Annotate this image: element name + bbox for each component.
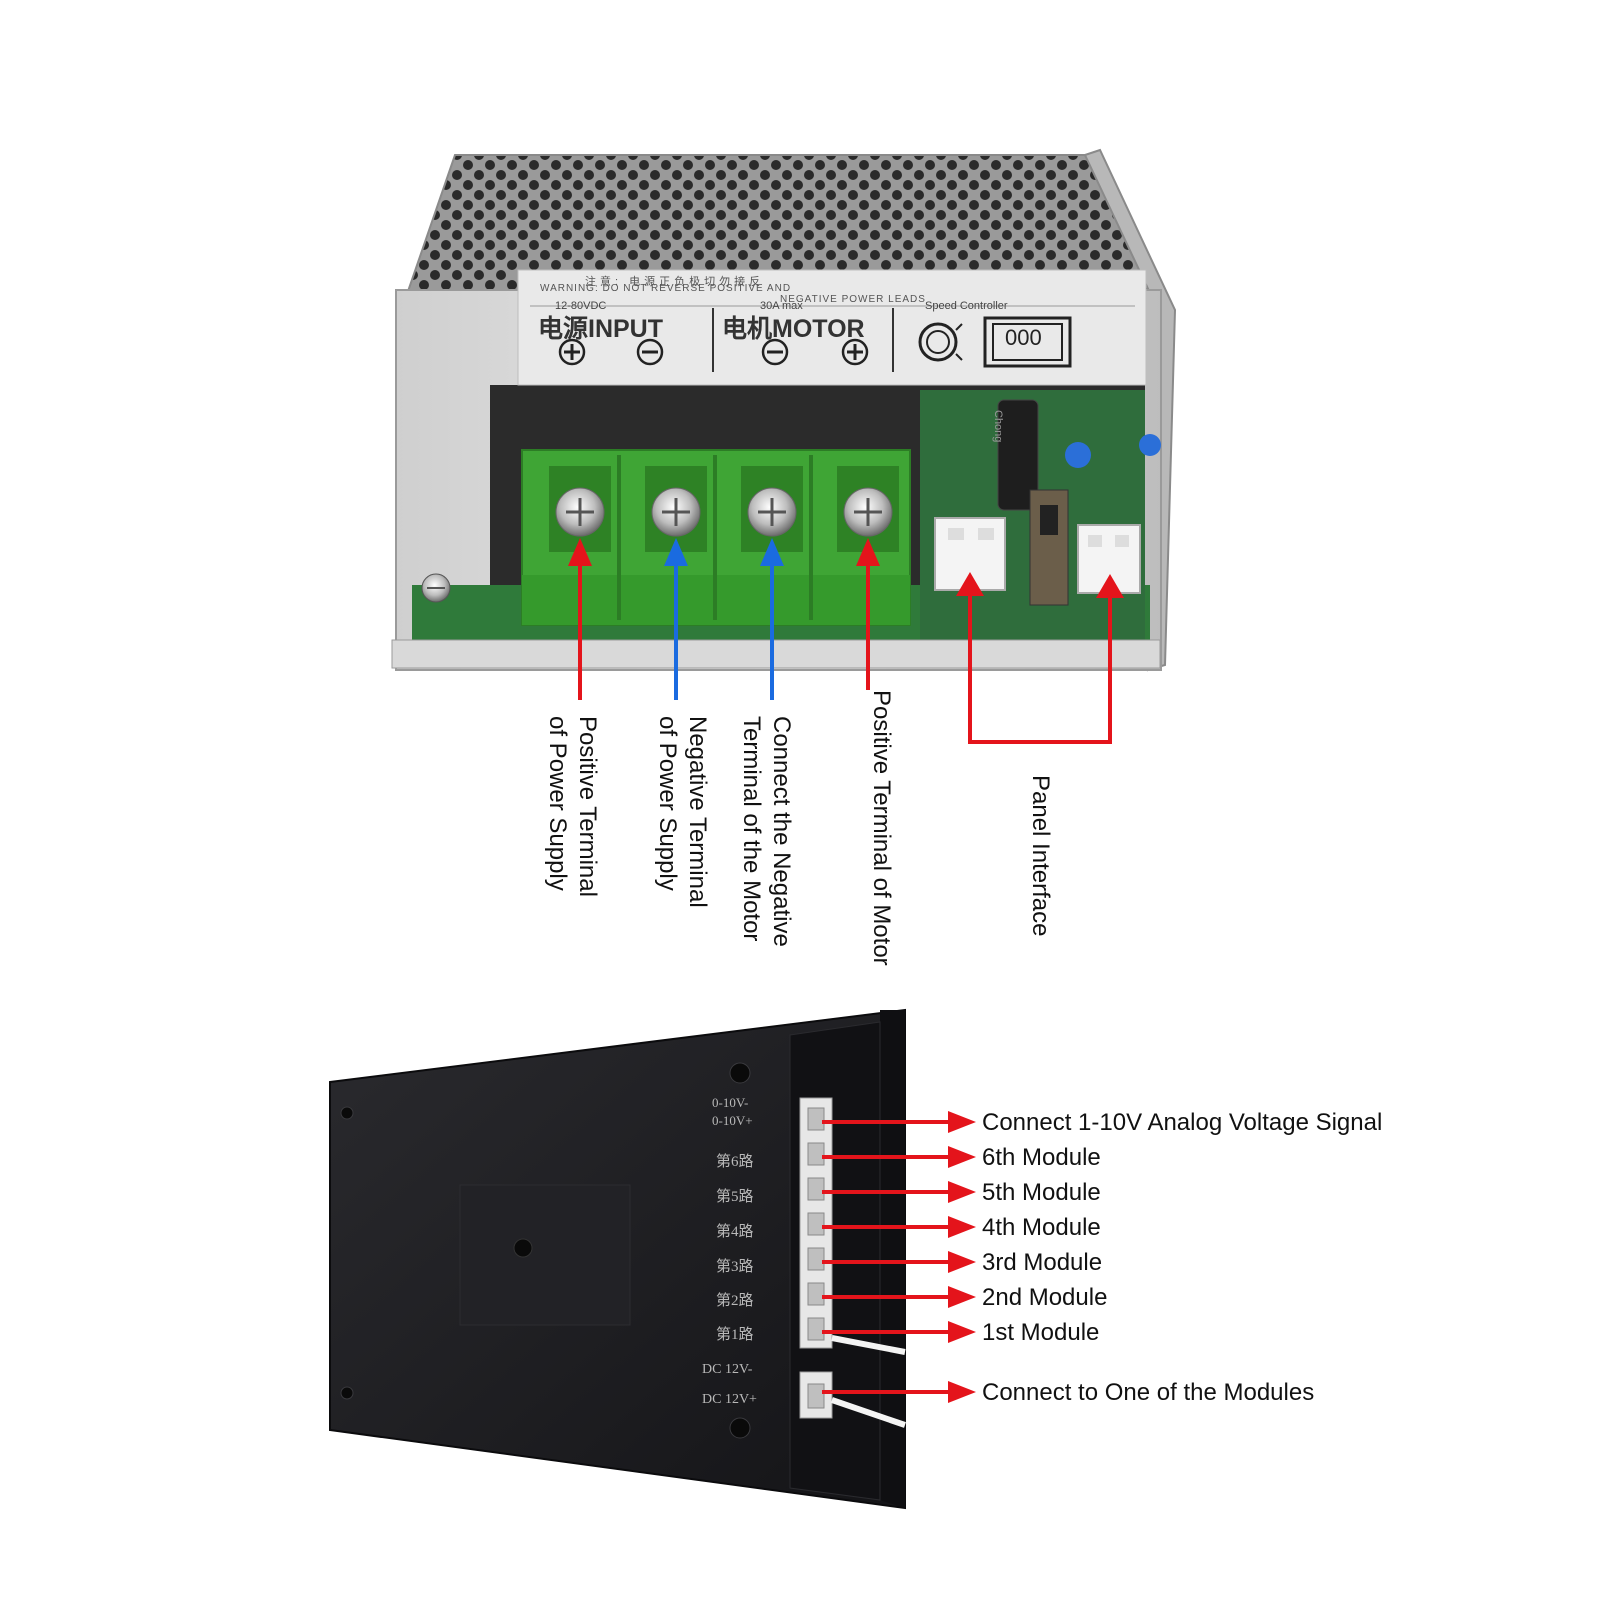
terminal-arrows bbox=[568, 538, 1124, 744]
arrowhead-icon bbox=[948, 1181, 976, 1203]
callout-5th-module: 5th Module bbox=[982, 1179, 1101, 1206]
arrowhead-icon bbox=[948, 1286, 976, 1308]
motor-label: 电机MOTOR bbox=[722, 315, 865, 343]
silk-label: 0-10V- bbox=[712, 1095, 749, 1110]
plus-icon bbox=[841, 338, 869, 366]
mount-hole bbox=[729, 1417, 751, 1439]
warning-text-en-2: NEGATIVE POWER LEADS bbox=[780, 294, 926, 305]
current-spec: 30A max bbox=[760, 300, 803, 312]
arrowhead-icon bbox=[948, 1321, 976, 1343]
panel-recess bbox=[459, 1184, 631, 1326]
arrowhead-icon bbox=[664, 538, 688, 566]
panel-center-hole bbox=[513, 1238, 533, 1258]
voltage-spec: 12-80VDC bbox=[555, 300, 607, 312]
display-value: 000 bbox=[1005, 325, 1042, 350]
label-line: of Power Supply bbox=[544, 716, 571, 891]
capacitor-brand: Chong bbox=[992, 410, 1004, 443]
arrowhead-icon bbox=[568, 538, 592, 566]
label-line: Positive Terminal bbox=[574, 716, 601, 897]
silk-label: 第6路 bbox=[716, 1154, 754, 1170]
silk-label: 第5路 bbox=[716, 1189, 754, 1205]
callout-2nd-module: 2nd Module bbox=[982, 1284, 1108, 1311]
label-negative-motor: Connect the Negative Terminal of the Mot… bbox=[736, 716, 796, 947]
arrowhead-icon bbox=[948, 1216, 976, 1238]
speed-controller-enclosure bbox=[391, 148, 1177, 672]
silk-label: 第4路 bbox=[716, 1224, 754, 1240]
minus-icon bbox=[636, 338, 664, 366]
arrowhead-icon bbox=[956, 572, 984, 596]
mount-hole bbox=[340, 1106, 354, 1120]
terminal-screw bbox=[843, 487, 893, 537]
arrowhead-icon bbox=[1096, 574, 1124, 598]
arrowhead-icon bbox=[948, 1251, 976, 1273]
plus-icon bbox=[558, 338, 586, 366]
white-cable bbox=[831, 1335, 906, 1428]
blue-capacitor bbox=[1065, 442, 1091, 468]
silk-label: 第2路 bbox=[716, 1293, 754, 1309]
label-line: Terminal of the Motor bbox=[738, 716, 765, 942]
mount-hole bbox=[729, 1062, 751, 1084]
label-line: Negative Terminal bbox=[684, 716, 711, 908]
panel-arrows bbox=[822, 1111, 976, 1403]
arrowhead-icon bbox=[948, 1111, 976, 1133]
input-label: 电源INPUT bbox=[538, 315, 664, 343]
arrowhead-icon bbox=[948, 1381, 976, 1403]
minus-icon bbox=[761, 338, 789, 366]
silk-label: 第3路 bbox=[716, 1259, 754, 1275]
panel-bezel bbox=[880, 1010, 905, 1508]
silk-label: 0-10V+ bbox=[712, 1113, 753, 1128]
knob-icon bbox=[918, 322, 963, 362]
panel-connector-right bbox=[1077, 524, 1141, 594]
callout-1st-module: 1st Module bbox=[982, 1319, 1100, 1346]
label-sticker bbox=[517, 269, 1147, 386]
capacitor bbox=[997, 399, 1039, 511]
terminal-screw bbox=[555, 487, 605, 537]
control-panel bbox=[329, 1008, 906, 1510]
connector-pins bbox=[807, 1107, 825, 1409]
callout-analog-signal: Connect 1-10V Analog Voltage Signal bbox=[982, 1109, 1383, 1136]
warning-text-en: WARNING: DO NOT REVERSE POSITIVE AND bbox=[540, 283, 792, 294]
label-line: Connect the Negative bbox=[768, 716, 795, 947]
terminal-screw bbox=[651, 487, 701, 537]
arrowhead-icon bbox=[760, 538, 784, 566]
panel-interface-bracket bbox=[968, 590, 1112, 744]
callout-4th-module: 4th Module bbox=[982, 1214, 1101, 1241]
silk-label: DC 12V+ bbox=[702, 1392, 757, 1407]
silk-label: 第1路 bbox=[716, 1327, 754, 1343]
label-positive-supply: Positive Terminal of Power Supply bbox=[542, 716, 602, 897]
blue-capacitor bbox=[1139, 434, 1161, 456]
display-icon bbox=[983, 316, 1072, 368]
callout-6th-module: 6th Module bbox=[982, 1144, 1101, 1171]
terminal-screw bbox=[747, 487, 797, 537]
label-line: of Power Supply bbox=[654, 716, 681, 891]
callout-one-of-modules: Connect to One of the Modules bbox=[982, 1379, 1315, 1406]
product-name: Speed Controller bbox=[925, 300, 1008, 312]
bottom-tray bbox=[391, 639, 1161, 669]
arrowhead-icon bbox=[856, 538, 880, 566]
arrowhead-icon bbox=[948, 1146, 976, 1168]
label-positive-motor: Positive Terminal of Motor bbox=[866, 690, 896, 966]
label-panel-interface: Panel Interface bbox=[1027, 775, 1054, 937]
warning-text-cn: 注意: 电源正负极切勿接反 bbox=[585, 276, 765, 288]
label-negative-supply: Negative Terminal of Power Supply bbox=[652, 716, 712, 908]
callout-3rd-module: 3rd Module bbox=[982, 1249, 1103, 1276]
mount-hole bbox=[340, 1386, 354, 1400]
terminal-block bbox=[521, 449, 911, 626]
label-line: Positive Terminal of Motor bbox=[868, 690, 895, 966]
silk-label: DC 12V- bbox=[702, 1362, 753, 1377]
